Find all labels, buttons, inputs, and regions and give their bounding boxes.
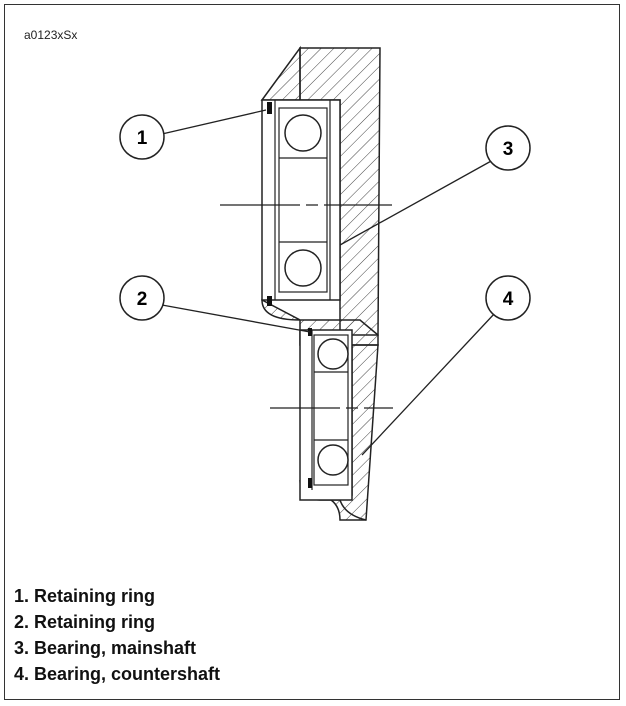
callout-2-circle	[119, 275, 165, 321]
parts-legend: 1. Retaining ring 2. Retaining ring 3. B…	[14, 583, 220, 687]
callout-2-number: 2	[137, 289, 148, 310]
housing-top-wedge	[260, 45, 301, 101]
lower-bearing-ball-top	[317, 338, 349, 370]
retaining-ring-2-bottom	[308, 478, 312, 488]
legend-item: 4. Bearing, countershaft	[14, 664, 221, 684]
callout-3-number: 3	[503, 139, 514, 160]
callout-1-circle	[119, 114, 165, 160]
leader-line-4	[361, 312, 496, 456]
retaining-ring-1-top	[267, 102, 272, 114]
callout-4-circle	[485, 275, 531, 321]
callout-4-number: 4	[503, 289, 514, 310]
callout-1-number: 1	[137, 128, 148, 149]
leader-line-1	[161, 109, 267, 135]
upper-bearing-ball-bottom	[284, 249, 322, 287]
lower-bearing-ball-bottom	[317, 444, 349, 476]
figure-id: a0123xSx	[24, 28, 78, 42]
legend-item: 3. Bearing, mainshaft	[14, 638, 197, 658]
retaining-ring-1-bottom	[267, 296, 272, 306]
leader-line-2	[161, 304, 311, 333]
callout-3-circle	[485, 125, 531, 171]
upper-bearing-ball-top	[284, 114, 322, 152]
legend-item: 1. Retaining ring	[14, 586, 156, 606]
legend-item: 2. Retaining ring	[14, 612, 156, 632]
leader-line-3	[339, 159, 494, 246]
